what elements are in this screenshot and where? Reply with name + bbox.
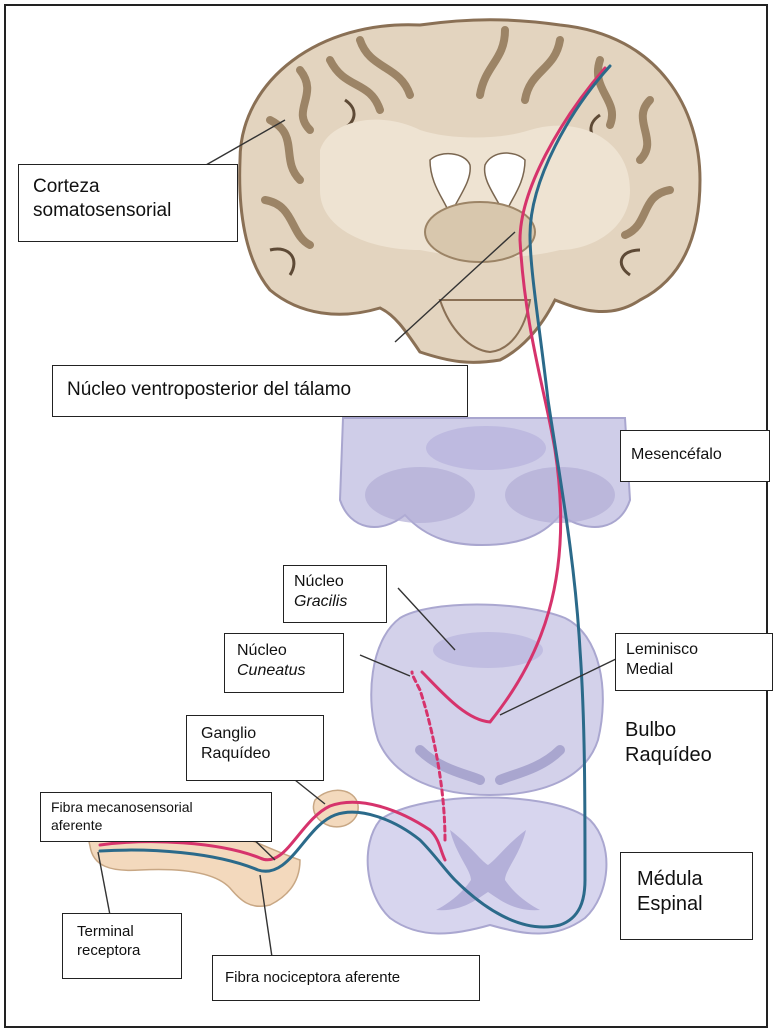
label-receptor-line2: receptora: [77, 942, 167, 961]
label-cortex: Corteza somatosensorial: [18, 164, 238, 242]
ganglion-body: [313, 790, 358, 827]
medulla-dorsal-columns: [433, 632, 543, 668]
label-mechano-line2: aferente: [51, 817, 261, 835]
label-mechano-line1: Fibra mecanosensorial: [51, 799, 261, 817]
label-medulla-oblongata: Bulbo Raquídeo: [625, 718, 712, 768]
midbrain-peduncle-left: [365, 467, 475, 523]
midbrain-section: [340, 418, 630, 545]
label-cuneatus-line1: Núcleo: [237, 641, 331, 661]
label-mechano-fiber: Fibra mecanosensorial aferente: [40, 792, 272, 842]
label-receptor-line1: Terminal: [77, 923, 167, 942]
label-nociceptor-fiber: Fibra nociceptora aferente: [212, 955, 480, 1001]
spinal-cord-section: [368, 798, 607, 934]
label-spinal-line2: Espinal: [637, 892, 736, 917]
label-nociceptor-text: Fibra nociceptora aferente: [225, 969, 400, 986]
label-thalamus: Núcleo ventroposterior del tálamo: [52, 365, 468, 417]
label-ganglion: Ganglio Raquídeo: [186, 715, 324, 781]
label-lemniscus: Leminisco Medial: [615, 633, 773, 691]
label-gracilis-line1: Núcleo: [294, 572, 376, 592]
thalamus: [425, 202, 535, 262]
medulla-section: [371, 605, 603, 796]
midbrain-tectum: [426, 426, 546, 470]
label-midbrain: Mesencéfalo: [620, 430, 770, 482]
label-receptor: Terminal receptora: [62, 913, 182, 979]
label-spinal-cord: Médula Espinal: [620, 852, 753, 940]
label-cuneatus-line2: Cuneatus: [237, 661, 331, 681]
label-lemniscus-line1: Leminisco: [626, 640, 762, 660]
label-cortex-line2: somatosensorial: [33, 199, 223, 223]
label-midbrain-text: Mesencéfalo: [631, 446, 722, 463]
leader-ganglion: [295, 780, 325, 804]
label-spinal-line1: Médula: [637, 867, 736, 892]
label-medulla-line1: Bulbo: [625, 718, 712, 743]
label-cortex-line1: Corteza: [33, 175, 223, 199]
brain-coronal-section: [240, 20, 700, 363]
label-lemniscus-line2: Medial: [626, 660, 762, 680]
label-gracilis: Núcleo Gracilis: [283, 565, 387, 623]
label-ganglion-line1: Ganglio: [201, 724, 309, 744]
label-cuneatus: Núcleo Cuneatus: [224, 633, 344, 693]
label-gracilis-line2: Gracilis: [294, 592, 376, 612]
label-ganglion-line2: Raquídeo: [201, 744, 309, 764]
label-thalamus-text: Núcleo ventroposterior del tálamo: [67, 379, 351, 400]
label-medulla-line2: Raquídeo: [625, 743, 712, 768]
